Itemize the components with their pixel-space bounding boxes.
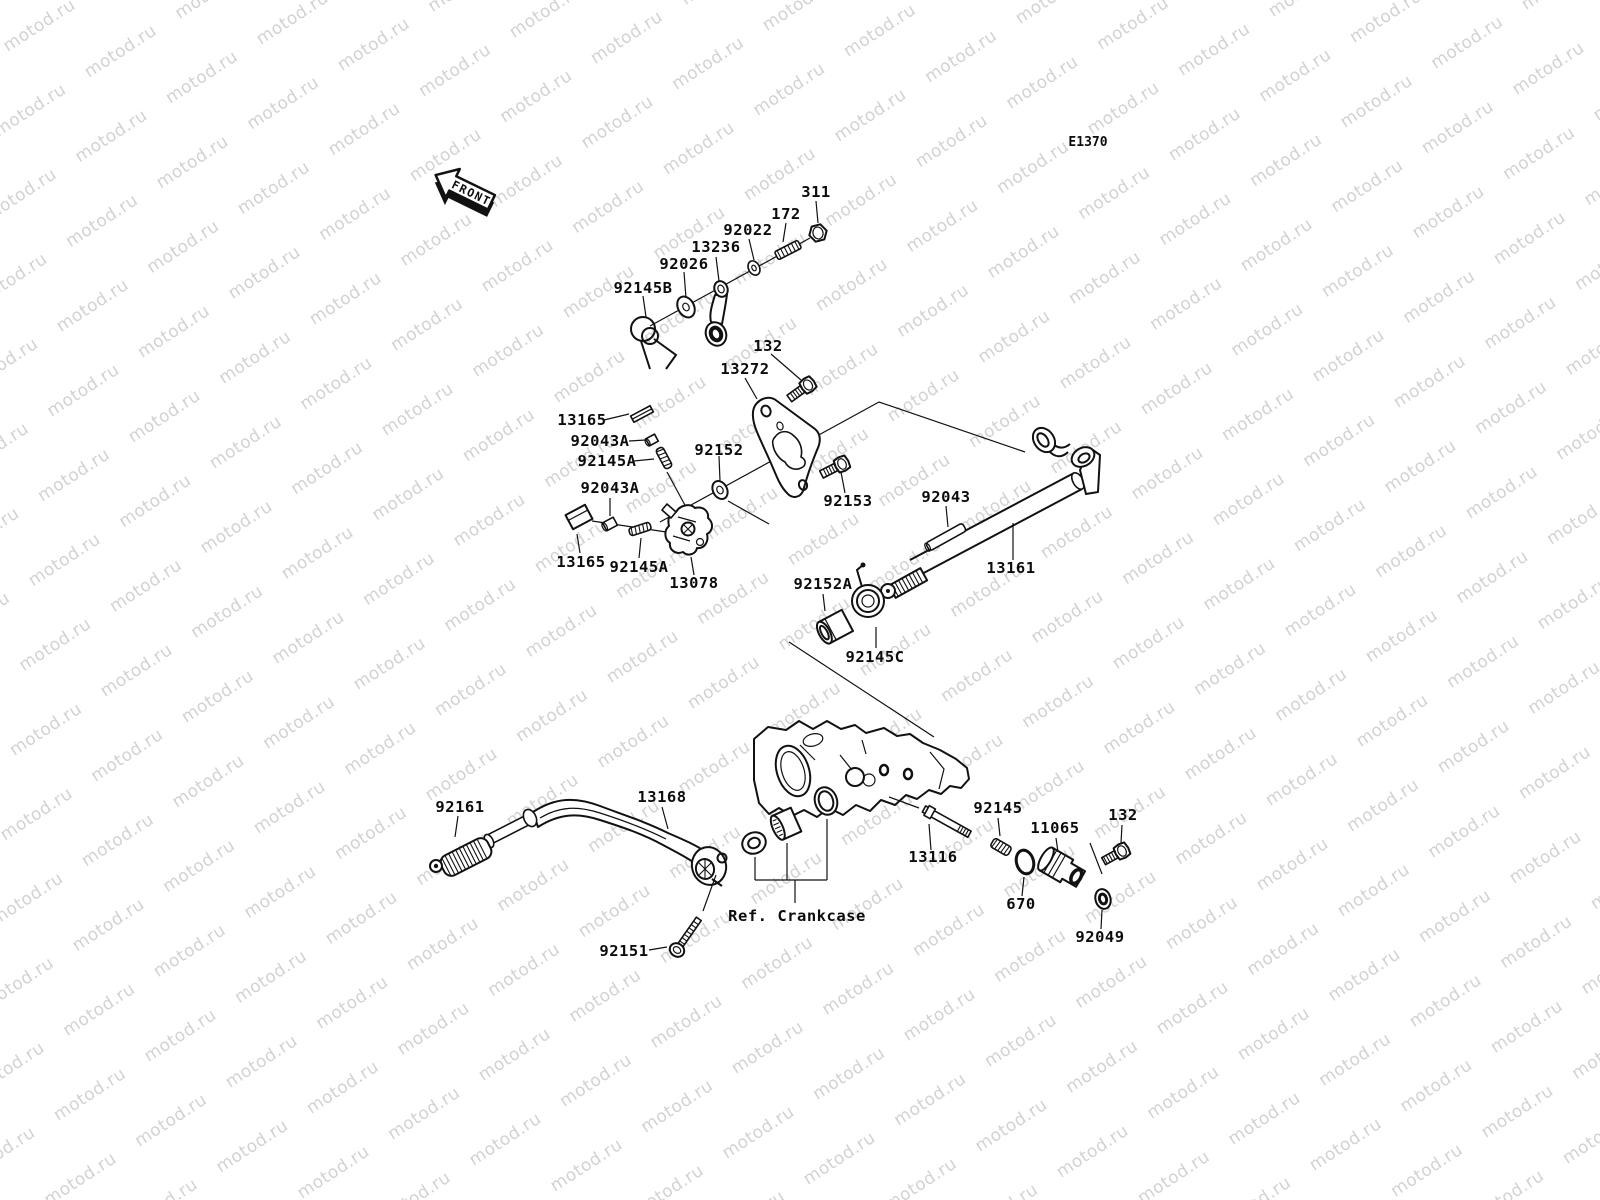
part-label-92153: 92153 bbox=[823, 492, 872, 510]
bolt-132-top bbox=[786, 375, 818, 403]
part-label-92152: 92152 bbox=[694, 441, 743, 459]
part-label-92145: 92145 bbox=[973, 799, 1022, 817]
shift-shaft-13161 bbox=[880, 426, 1101, 599]
front-arrow: FRONT bbox=[434, 167, 497, 217]
part-label-11065: 11065 bbox=[1030, 819, 1079, 837]
adjust-stud-172 bbox=[774, 239, 802, 261]
part-label-13165: 13165 bbox=[556, 553, 605, 571]
pin-92043a-top bbox=[644, 433, 660, 447]
torsion-spring-92145b bbox=[630, 316, 678, 370]
positioning-plate-13272 bbox=[751, 396, 821, 498]
part-label-92049: 92049 bbox=[1075, 928, 1124, 946]
crankcase bbox=[753, 720, 970, 818]
part-label-13272: 13272 bbox=[720, 360, 769, 378]
spring-92145 bbox=[990, 837, 1012, 857]
part-label-172: 172 bbox=[771, 205, 801, 223]
part-label-13236: 13236 bbox=[691, 238, 740, 256]
bolt-92153 bbox=[818, 454, 852, 479]
shift-lever-link-13236 bbox=[704, 280, 729, 347]
part-label-92145a: 92145A bbox=[610, 558, 669, 576]
part-label-92043: 92043 bbox=[921, 488, 970, 506]
oil-seal bbox=[741, 831, 767, 855]
bolt-132-bottom bbox=[1100, 841, 1132, 866]
part-label-92151: 92151 bbox=[599, 942, 648, 960]
washer-92022 bbox=[747, 260, 761, 276]
washer-92026 bbox=[676, 295, 696, 319]
page-code: E1370 bbox=[1068, 135, 1107, 150]
return-spring-92145c bbox=[851, 562, 885, 618]
pin-13165-top bbox=[629, 404, 655, 424]
seal-92049 bbox=[1094, 888, 1112, 910]
part-label-13078: 13078 bbox=[669, 574, 718, 592]
part-label-92161: 92161 bbox=[435, 798, 484, 816]
shift-cam-13078 bbox=[661, 503, 713, 556]
part-label-13168: 13168 bbox=[637, 788, 686, 806]
o-ring-670 bbox=[1014, 848, 1036, 876]
bolt-92151 bbox=[668, 916, 703, 958]
part-label-13165: 13165 bbox=[557, 411, 606, 429]
part-label-311: 311 bbox=[801, 183, 831, 201]
part-label-92022: 92022 bbox=[723, 221, 772, 239]
washer-92152 bbox=[711, 479, 729, 501]
part-label-92152a: 92152A bbox=[794, 575, 853, 593]
shift-rod-13116 bbox=[921, 804, 972, 839]
spring-92145a-bottom bbox=[628, 521, 652, 537]
part-label-670: 670 bbox=[1006, 895, 1036, 913]
pin-13165-bottom bbox=[564, 503, 594, 531]
part-label-13116: 13116 bbox=[908, 848, 957, 866]
bushing-92152a bbox=[815, 608, 854, 645]
part-label-13161: 13161 bbox=[986, 559, 1035, 577]
part-label-92026: 92026 bbox=[659, 255, 708, 273]
pedal-rubber-92161 bbox=[429, 837, 493, 877]
pin-92043a-bottom bbox=[601, 516, 619, 532]
part-label-92043a: 92043A bbox=[581, 479, 640, 497]
part-label-92145a: 92145A bbox=[578, 452, 637, 470]
pedal-flange bbox=[522, 808, 538, 828]
part-label-92145c: 92145C bbox=[846, 648, 905, 666]
joint-11065 bbox=[1037, 846, 1087, 888]
part-label-92043a: 92043A bbox=[571, 432, 630, 450]
pin-92043 bbox=[924, 523, 967, 552]
part-label-ref-crankcase: Ref. Crankcase bbox=[728, 907, 866, 925]
leader-lines bbox=[454, 200, 1123, 951]
part-label-92145b: 92145B bbox=[614, 279, 673, 297]
needle-bearing bbox=[769, 806, 803, 841]
part-label-132: 132 bbox=[1108, 806, 1138, 824]
spring-92145a-top bbox=[655, 446, 673, 470]
nut-311 bbox=[808, 223, 828, 243]
front-arrow-body bbox=[434, 167, 497, 211]
gear-pedal-13168 bbox=[532, 798, 728, 887]
part-label-132: 132 bbox=[753, 337, 783, 355]
